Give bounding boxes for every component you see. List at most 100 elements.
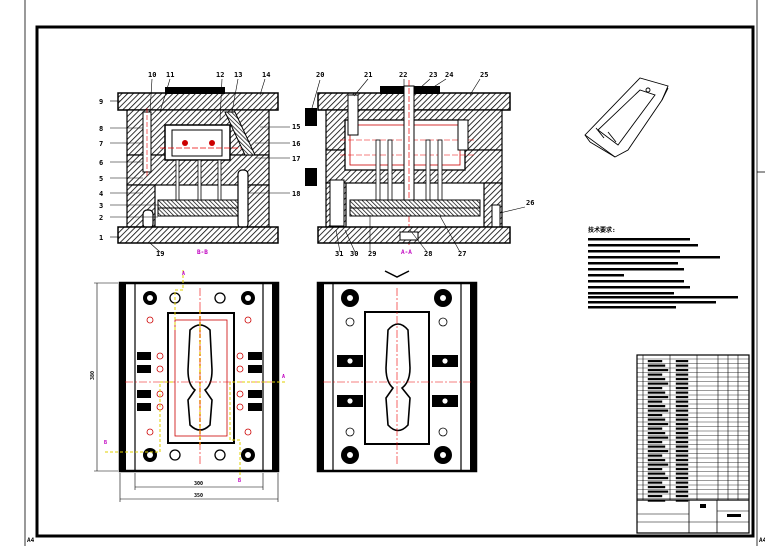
bom-cell-mark (647, 495, 663, 498)
bom-cell-mark (647, 396, 669, 399)
bom-cell-mark (647, 387, 663, 390)
bom-cell-mark (675, 454, 689, 457)
bom-cell-mark (675, 436, 689, 439)
bom-cell-mark (647, 382, 669, 385)
svg-text:A: A (182, 271, 185, 277)
bom-cell-mark (675, 405, 689, 408)
part-label: 2 (99, 214, 103, 222)
bom-cell-mark (647, 369, 669, 372)
section-label: A-A (401, 249, 412, 256)
bom-cell-mark (647, 427, 663, 430)
part-label: 7 (99, 140, 103, 148)
svg-text:A: A (282, 374, 285, 380)
part-label: 4 (99, 190, 103, 198)
inner-border (35, 25, 755, 538)
part-label: 3 (99, 202, 103, 210)
bom-cell-mark (675, 418, 689, 421)
part-label: 27 (458, 250, 466, 258)
section-view-aa: 20 21 22 23 24 25 26 27 28 29 30 31 A-A (305, 71, 534, 258)
bom-cell-mark (675, 432, 689, 435)
bom-cell-mark (675, 450, 689, 453)
bom-cell-mark (647, 472, 666, 475)
bom-cell-mark (675, 481, 689, 484)
bom-cell-mark (675, 400, 689, 403)
dim-height: 380 (90, 371, 96, 380)
bom-cell-mark (647, 400, 663, 403)
bom-cell-mark (675, 445, 689, 448)
part-isometric (584, 77, 669, 158)
part-label: 26 (526, 199, 534, 207)
part-label: 14 (262, 71, 270, 79)
part-label: 13 (234, 71, 242, 79)
bom-cell-mark (647, 441, 663, 444)
bom-cell-mark (675, 427, 689, 430)
part-label: 20 (316, 71, 324, 79)
part-label: 19 (156, 250, 164, 258)
bom-cell-mark (675, 391, 689, 394)
part-label: 18 (292, 190, 300, 198)
bom-cell-mark (675, 463, 689, 466)
corner-mark-right: A4 (759, 537, 765, 544)
bom-cell-mark (675, 468, 689, 471)
part-label: 24 (445, 71, 453, 79)
bom-cell-mark (675, 382, 689, 385)
dim-inner-width: 300 (194, 481, 203, 487)
section-label: B-B (197, 249, 208, 256)
part-label: 12 (216, 71, 224, 79)
part-label: 22 (399, 71, 407, 79)
part-label: 16 (292, 140, 300, 148)
bom-cell-mark (647, 432, 666, 435)
bom-cell-mark (647, 445, 666, 448)
bom-cell-mark (647, 463, 669, 466)
bom-cell-mark (675, 414, 689, 417)
bom-cell-mark (647, 459, 666, 462)
part-label: 5 (99, 175, 103, 183)
part-label: 11 (166, 71, 174, 79)
outer-frame (24, 0, 765, 546)
tech-requirements: 技术要求: (588, 226, 738, 309)
bom-cell-mark (647, 414, 663, 417)
bom-cell-mark (647, 481, 663, 484)
bom-cell-mark (647, 468, 663, 471)
svg-text:B: B (238, 478, 241, 484)
bom-cell-mark (675, 360, 689, 363)
part-label: 17 (292, 155, 300, 163)
bom-cell-mark (647, 436, 669, 439)
part-label: 10 (148, 71, 156, 79)
plan-view-fixed-half (316, 270, 478, 473)
part-label: 30 (350, 250, 358, 258)
bom-cell-mark (675, 477, 689, 480)
svg-text:B: B (104, 440, 107, 446)
bom-cell-mark (675, 472, 689, 475)
part-label: 1 (99, 234, 103, 242)
bom-cell-mark (675, 378, 689, 381)
bom-cell-mark (675, 387, 689, 390)
bom-cell-mark (675, 369, 689, 372)
corner-mark-left: A4 (27, 537, 35, 544)
part-label: 25 (480, 71, 488, 79)
plan-view-moving-half: A A B B 380 300 350 (90, 270, 285, 502)
bom-cell-mark (647, 490, 669, 493)
part-label: 9 (99, 98, 103, 106)
bom-cell-mark (675, 409, 689, 412)
part-label: 31 (335, 250, 343, 258)
bom-cell-mark (675, 459, 689, 462)
bom-cell-mark (675, 396, 689, 399)
part-label: 8 (99, 125, 103, 133)
part-label: 23 (429, 71, 437, 79)
bom-cell-mark (647, 409, 669, 412)
bom-cell-mark (647, 405, 666, 408)
bom-cell-mark (647, 378, 666, 381)
bom-cell-mark (675, 441, 689, 444)
part-label: 15 (292, 123, 300, 131)
bom-cell-mark (647, 418, 666, 421)
bom-cell-mark (675, 423, 689, 426)
section-view-bb: 9 8 7 6 5 4 3 2 1 10 11 12 13 14 15 16 1… (99, 71, 300, 258)
dim-outer-width: 350 (194, 493, 203, 499)
bom-cell-mark (647, 423, 669, 426)
bom-cell-mark (647, 364, 666, 367)
bom-cell-mark (675, 364, 689, 367)
svg-text:技术要求:: 技术要求: (588, 226, 616, 234)
bom-cell-mark (675, 490, 689, 493)
